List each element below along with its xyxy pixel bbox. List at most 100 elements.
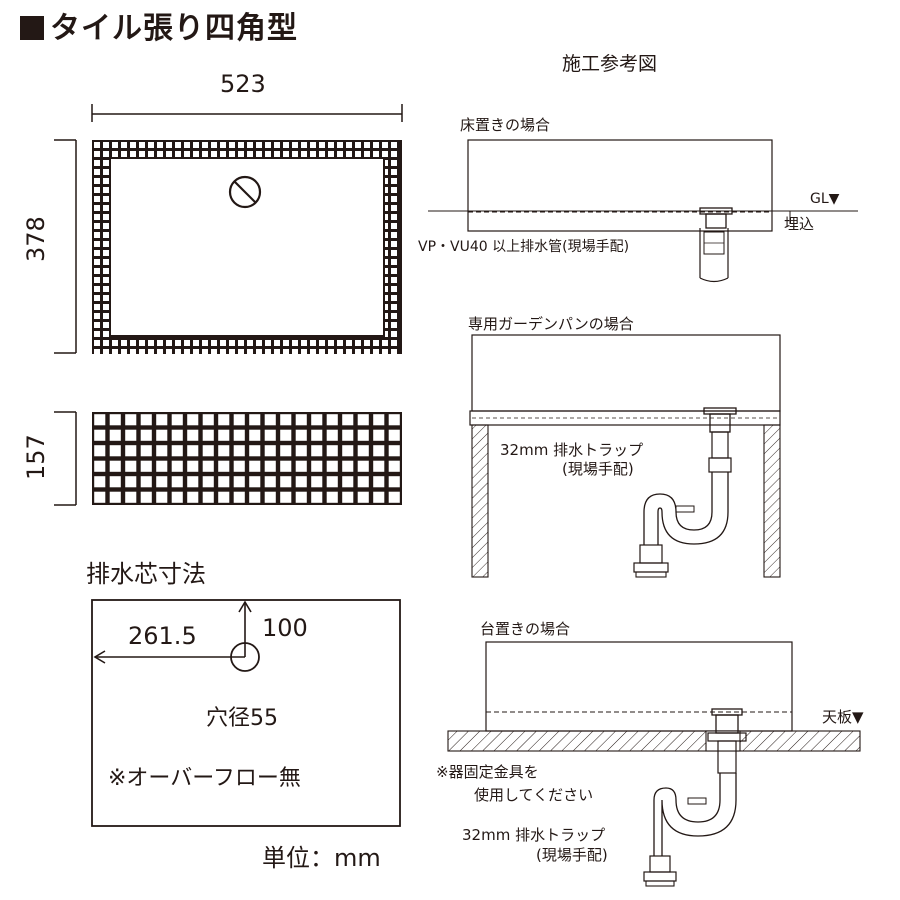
tile bbox=[94, 250, 100, 256]
tile bbox=[310, 151, 316, 157]
tile bbox=[382, 151, 388, 157]
tile bbox=[391, 205, 397, 211]
tile bbox=[148, 340, 154, 346]
tile bbox=[103, 196, 109, 202]
tile bbox=[391, 331, 397, 337]
tile bbox=[292, 142, 298, 148]
side-tile bbox=[249, 491, 261, 503]
tile bbox=[211, 142, 217, 148]
side-tile bbox=[264, 460, 276, 472]
tile bbox=[202, 142, 208, 148]
side-tile bbox=[295, 445, 307, 457]
tile bbox=[94, 160, 100, 166]
tile bbox=[193, 349, 199, 355]
side-tile bbox=[140, 445, 152, 457]
side-tile bbox=[187, 460, 199, 472]
side-tile bbox=[140, 491, 152, 503]
tile bbox=[292, 340, 298, 346]
tile bbox=[103, 349, 109, 355]
side-tile bbox=[94, 460, 106, 472]
side-tile bbox=[109, 476, 121, 488]
side-tile bbox=[218, 460, 230, 472]
tile bbox=[94, 286, 100, 292]
tile bbox=[247, 142, 253, 148]
side-tile bbox=[326, 429, 338, 441]
side-tile bbox=[311, 460, 323, 472]
counter-trap-sub: (現場手配) bbox=[536, 846, 608, 864]
tile bbox=[94, 178, 100, 184]
tile bbox=[391, 295, 397, 301]
tile bbox=[355, 340, 361, 346]
tile bbox=[391, 340, 397, 346]
height-dimension-label: 157 bbox=[22, 434, 50, 480]
tile bbox=[175, 349, 181, 355]
tile bbox=[166, 340, 172, 346]
side-tile bbox=[140, 429, 152, 441]
side-tile bbox=[280, 460, 292, 472]
side-tile bbox=[140, 460, 152, 472]
tile bbox=[391, 223, 397, 229]
side-tile bbox=[357, 429, 369, 441]
tile bbox=[328, 142, 334, 148]
tile bbox=[130, 349, 136, 355]
tile bbox=[229, 151, 235, 157]
tile bbox=[310, 142, 316, 148]
tile bbox=[103, 241, 109, 247]
counter-top-label: 天板▼ bbox=[822, 708, 864, 726]
tile bbox=[157, 349, 163, 355]
tile bbox=[94, 277, 100, 283]
tile bbox=[103, 169, 109, 175]
tile bbox=[193, 142, 199, 148]
side-tile bbox=[202, 445, 214, 457]
tile bbox=[175, 142, 181, 148]
tile bbox=[202, 349, 208, 355]
tile bbox=[391, 169, 397, 175]
garden-pan-trap-label: 32mm 排水トラップ bbox=[500, 441, 644, 459]
tile bbox=[103, 340, 109, 346]
side-tile bbox=[109, 429, 121, 441]
tile bbox=[229, 349, 235, 355]
counter-trap-label: 32mm 排水トラップ bbox=[462, 826, 606, 844]
side-tile bbox=[171, 414, 183, 426]
black-square-icon bbox=[20, 16, 44, 40]
tile bbox=[391, 241, 397, 247]
side-tile bbox=[202, 476, 214, 488]
tile bbox=[103, 322, 109, 328]
side-tile bbox=[109, 460, 121, 472]
side-tile bbox=[187, 491, 199, 503]
tile bbox=[283, 151, 289, 157]
tile bbox=[238, 142, 244, 148]
side-tile bbox=[125, 491, 137, 503]
tile bbox=[220, 340, 226, 346]
tile bbox=[94, 313, 100, 319]
side-tile bbox=[311, 429, 323, 441]
side-tile bbox=[326, 491, 338, 503]
side-tile bbox=[218, 429, 230, 441]
side-tile bbox=[373, 460, 385, 472]
side-tile bbox=[140, 414, 152, 426]
tile bbox=[211, 349, 217, 355]
page-title: タイル張り四角型 bbox=[20, 14, 298, 44]
side-tile bbox=[94, 429, 106, 441]
tile bbox=[202, 340, 208, 346]
tile bbox=[382, 142, 388, 148]
tile bbox=[355, 151, 361, 157]
side-tile bbox=[171, 445, 183, 457]
side-tile bbox=[280, 429, 292, 441]
side-tile bbox=[109, 445, 121, 457]
drain-center-diagram bbox=[91, 599, 401, 827]
garden-pan-install-diagram bbox=[469, 334, 781, 578]
tile bbox=[391, 250, 397, 256]
tile bbox=[139, 340, 145, 346]
drain-outline-box bbox=[91, 599, 401, 827]
side-tile bbox=[202, 429, 214, 441]
tile bbox=[346, 340, 352, 346]
floor-install-diagram bbox=[428, 139, 858, 283]
tile bbox=[220, 151, 226, 157]
tile bbox=[121, 340, 127, 346]
hole-diameter-label: 穴径55 bbox=[206, 706, 278, 731]
side-tile bbox=[280, 414, 292, 426]
side-tile bbox=[218, 476, 230, 488]
tile bbox=[94, 196, 100, 202]
